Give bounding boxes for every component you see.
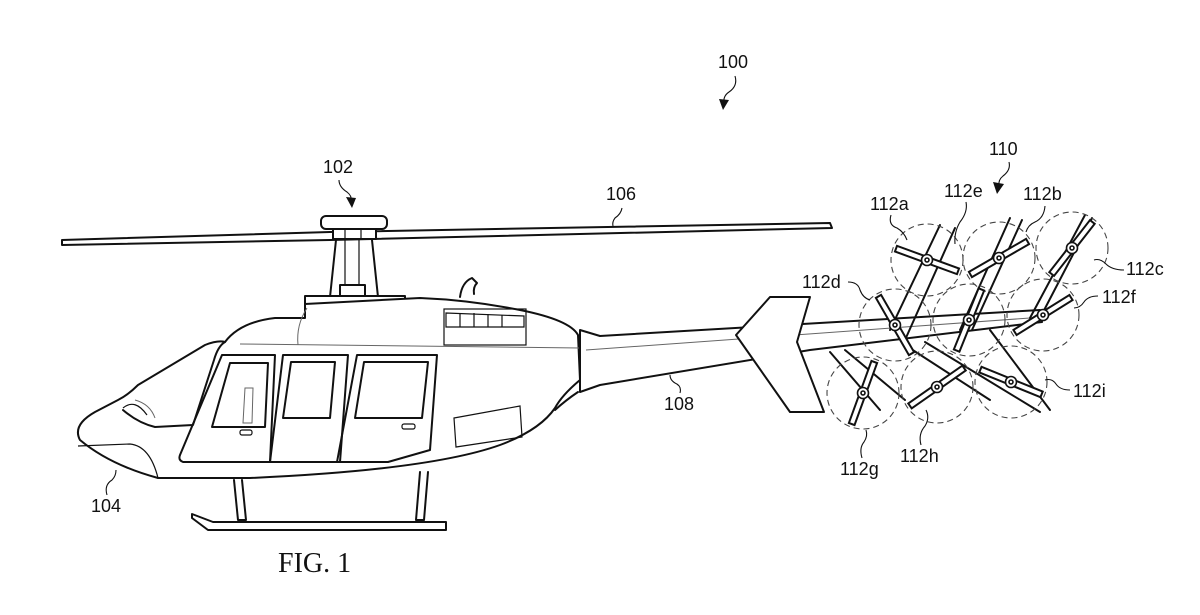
rotor-disc (974, 345, 1048, 419)
rotor-hub-center (934, 384, 940, 390)
ref-label-main-rotor-blade: 106 (606, 184, 636, 227)
rotor-disc (1035, 211, 1109, 285)
anti-torque-rotor-112f (1006, 278, 1080, 352)
rotor-hub-center (860, 390, 866, 396)
rotor-support-strut (889, 224, 941, 331)
anti-torque-rotor-112g (826, 356, 900, 430)
ref-112d: 112d (802, 272, 841, 292)
rotor-support-strut (829, 351, 881, 411)
rotor-support-strut (844, 349, 906, 401)
rotor-hub-center (1008, 379, 1014, 385)
ref-102: 102 (323, 157, 353, 177)
rotor-hub-center (996, 255, 1002, 261)
rotor-disc (962, 221, 1036, 295)
rotor-leader-lines (847, 201, 1125, 459)
rotor-disc (826, 356, 900, 430)
ref-100: 100 (718, 52, 748, 72)
landing-skids (191, 471, 447, 531)
rotor-hub-center (892, 322, 898, 328)
figure-caption: FIG. 1 (278, 548, 351, 579)
cabin-doors (178, 354, 438, 463)
ref-label-aircraft: 100 (718, 52, 748, 110)
rotor-support-strut (971, 219, 1023, 331)
rotor-disc (858, 288, 932, 362)
ref-112b: 112b (1023, 184, 1062, 204)
main-rotor-blade (61, 222, 833, 246)
rotor-disc (900, 350, 974, 424)
vertical-stabilizer (735, 296, 825, 413)
ref-106: 106 (606, 184, 636, 204)
anti-torque-matrix (826, 211, 1109, 430)
ref-110: 110 (989, 139, 1018, 159)
anti-torque-rotor-112d (858, 288, 932, 362)
rotor-disc (932, 283, 1006, 357)
anti-torque-rotor-112b (1035, 211, 1109, 285)
rotor-support-strut (924, 341, 1041, 413)
ref-label-anti-torque-matrix: 110 (989, 139, 1018, 194)
ref-label-tail-boom: 108 (664, 374, 694, 414)
exhaust-stack (459, 277, 478, 298)
ref-108: 108 (664, 394, 694, 414)
rotor-support-strut (904, 227, 956, 341)
anti-torque-rotor-112c (962, 221, 1036, 295)
ref-112a: 112a (870, 194, 910, 214)
rotor-hub-center (1069, 245, 1075, 251)
ref-label-fuselage: 104 (91, 469, 121, 516)
tail-boom (554, 309, 1043, 411)
rotor-disc (1006, 278, 1080, 352)
ref-112g: 112g (840, 459, 879, 479)
ref-104: 104 (91, 496, 121, 516)
ref-112i: 112i (1073, 381, 1106, 401)
fuselage (76, 297, 581, 479)
anti-torque-rotor-112h (900, 350, 974, 424)
rotor-hub-center (1040, 312, 1046, 318)
ref-label-rotor-system: 102 (323, 157, 356, 208)
ref-112e: 112e (944, 181, 983, 201)
anti-torque-rotor-112e (932, 283, 1006, 357)
ref-112h: 112h (900, 446, 939, 466)
ref-112c: 112c (1126, 259, 1164, 279)
rotor-hub-center (924, 257, 930, 263)
anti-torque-rotor-112i (974, 345, 1048, 419)
ref-112f: 112f (1102, 287, 1137, 307)
rotor-hub-center (966, 317, 972, 323)
